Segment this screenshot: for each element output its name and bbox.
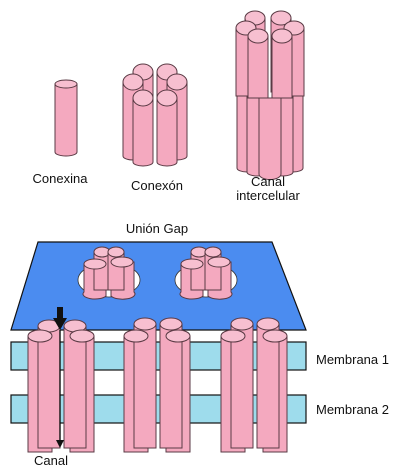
channel-label-line1: Canal bbox=[251, 174, 285, 189]
channel-middle bbox=[124, 318, 190, 452]
channel-label-line2: intercelular bbox=[236, 188, 300, 203]
cell-surface-plate bbox=[11, 242, 306, 330]
gap-junction-label: Unión Gap bbox=[126, 221, 188, 236]
channel-bottom-label: Canal bbox=[34, 453, 68, 468]
connexin-illustration bbox=[55, 80, 77, 156]
membrane-2-label: Membrana 2 bbox=[316, 402, 389, 417]
intercellular-channel-illustration bbox=[236, 11, 304, 180]
connexon-label: Conexón bbox=[131, 178, 183, 193]
connexin-label: Conexina bbox=[33, 171, 89, 186]
channel-left bbox=[28, 320, 94, 452]
membrane-1-label: Membrana 1 bbox=[316, 352, 389, 367]
channel-right bbox=[221, 318, 287, 452]
connexon-illustration bbox=[123, 64, 187, 166]
